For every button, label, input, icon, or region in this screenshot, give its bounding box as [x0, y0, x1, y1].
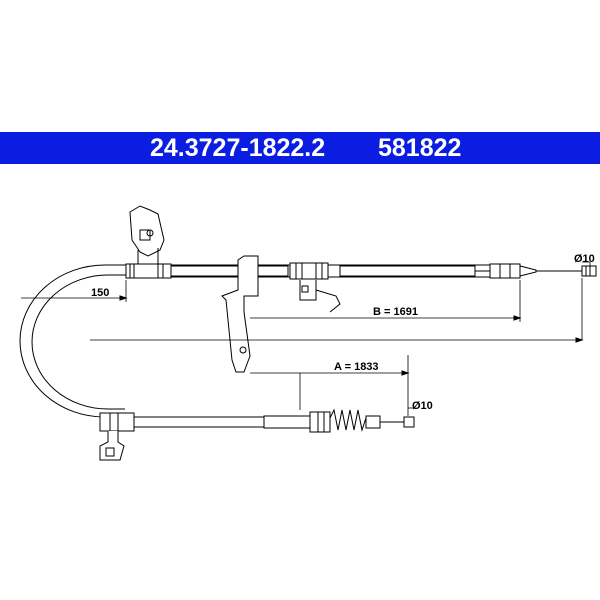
top-end-sleeve: [125, 263, 172, 279]
title-bar: 24.3727-1822.2 581822: [0, 132, 600, 164]
bottom-end-sleeve: [99, 412, 135, 432]
dim-b-label: B = 1691: [373, 306, 418, 318]
cable-loop: [19, 264, 126, 418]
bracket-middle: [221, 255, 259, 373]
dia-top-label: Ø10: [574, 253, 595, 265]
reference-number: 581822: [378, 134, 462, 162]
cable-loop-inner: [31, 274, 126, 410]
top-end-fitting: [489, 263, 521, 279]
bottom-nipple: [403, 416, 415, 428]
dia-bottom-label: Ø10: [412, 400, 433, 412]
part-number: 24.3727-1822.2: [150, 134, 326, 162]
grommet-mid: [289, 262, 329, 280]
dim-a-label: A = 1833: [334, 361, 379, 373]
dim-offset-label: 150: [91, 287, 109, 299]
bottom-fitting: [309, 411, 331, 433]
bottom-spring: [329, 408, 367, 432]
top-nipple: [581, 265, 597, 277]
